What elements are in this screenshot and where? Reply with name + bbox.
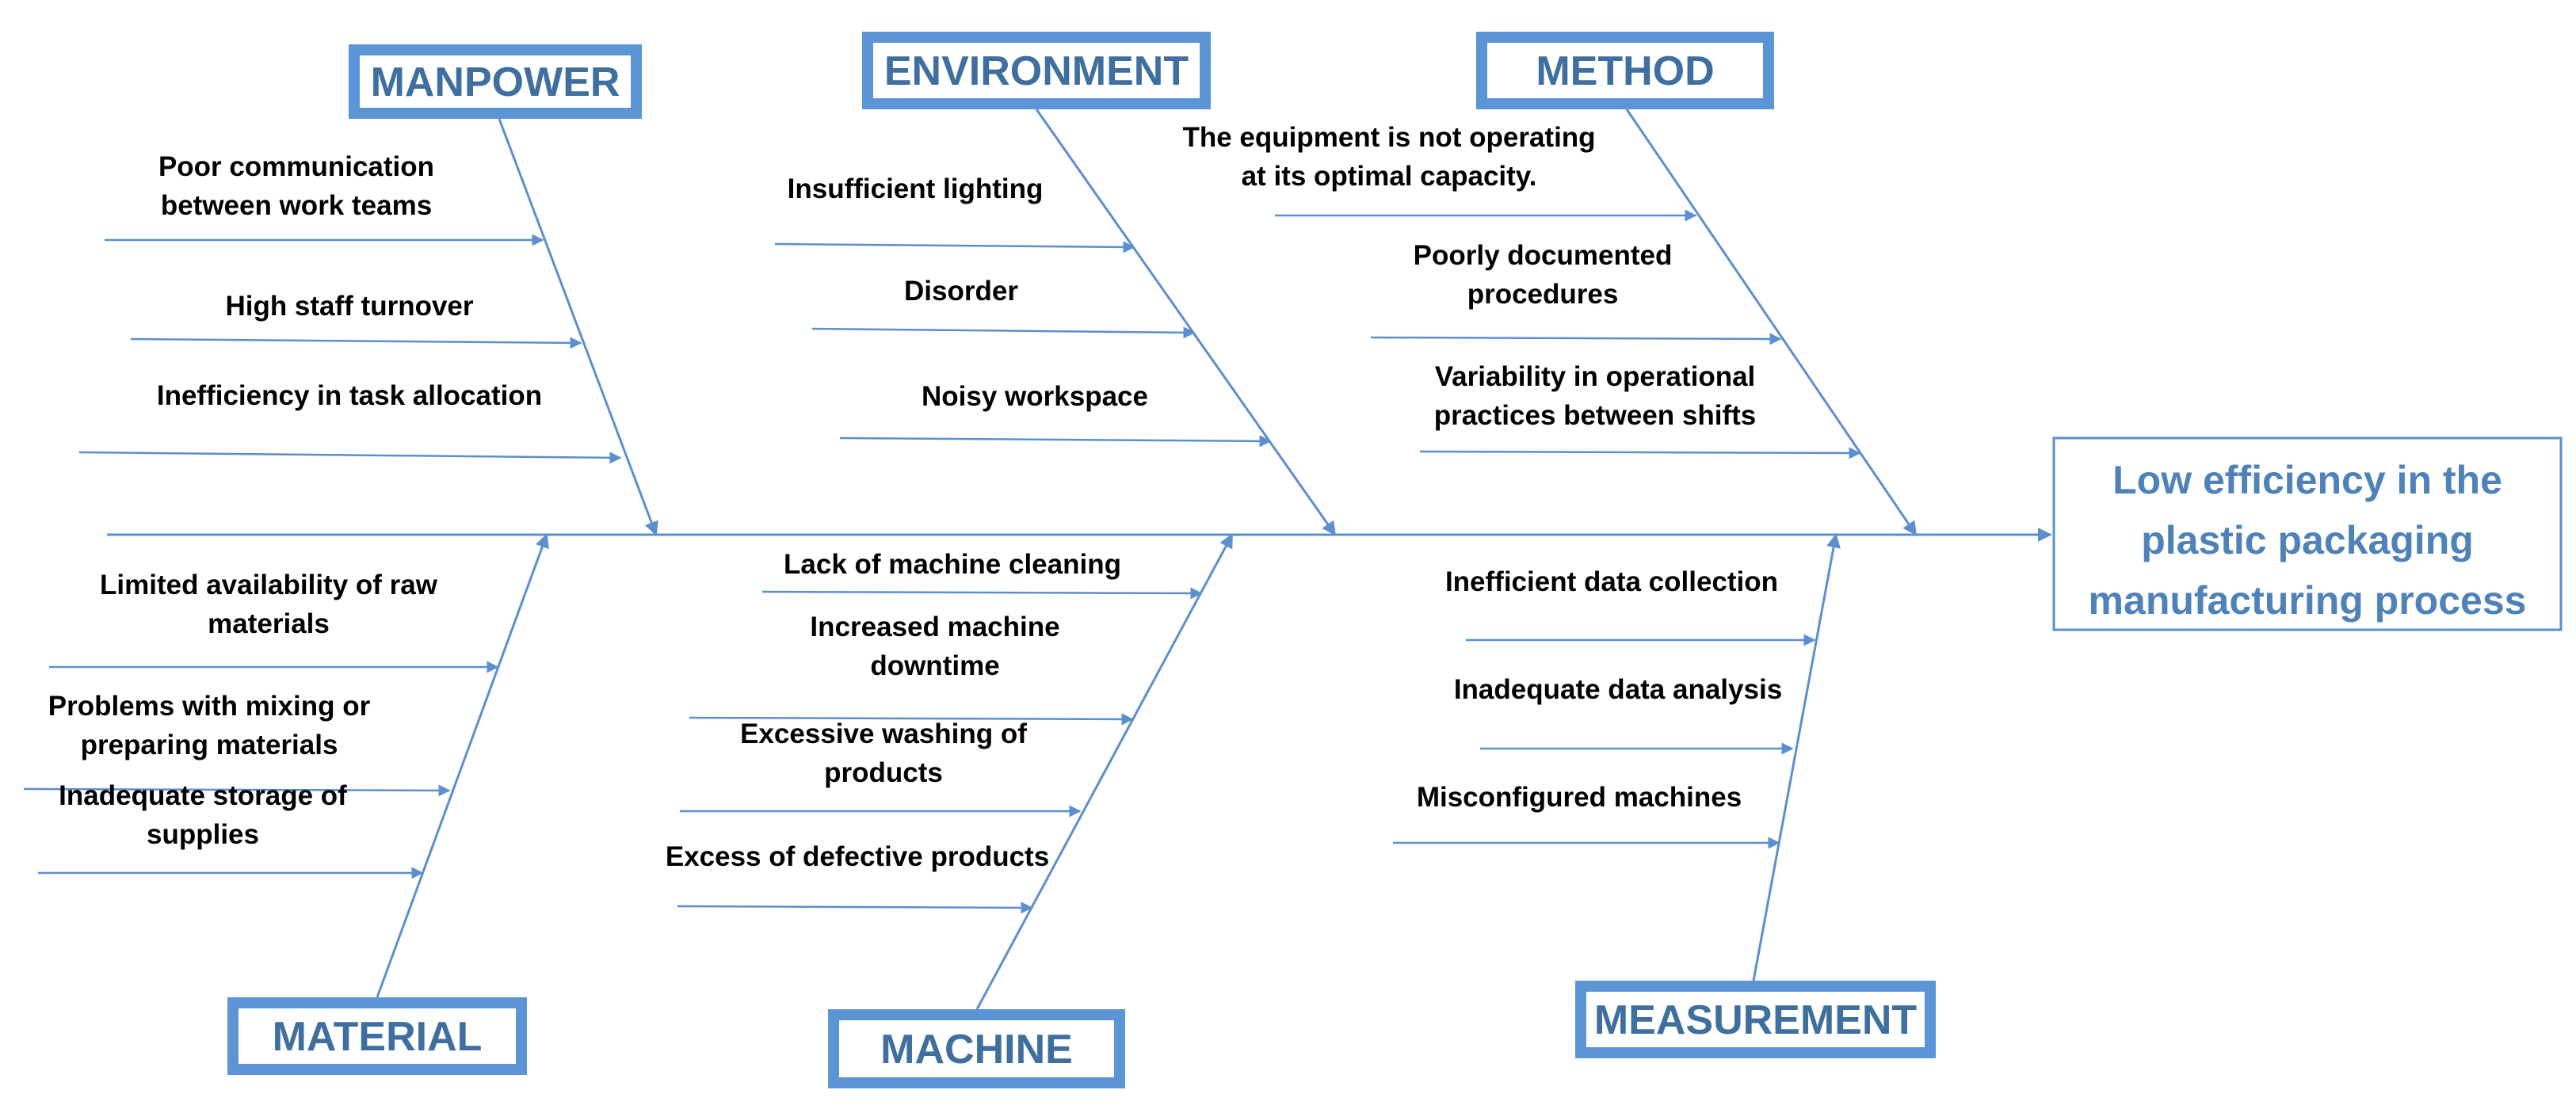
- effect-label-line: manufacturing process: [2089, 578, 2527, 623]
- machine-cause-label: Excessive washing of products: [740, 718, 1027, 788]
- machine-cause-label-line: downtime: [870, 650, 999, 681]
- material-category-label: MATERIAL: [273, 1014, 483, 1060]
- environment-cause-label-line: Noisy workspace: [922, 381, 1148, 412]
- material-cause-label-line: supplies: [147, 819, 259, 850]
- measurement-cause-label-line: Inefficient data collection: [1445, 566, 1778, 597]
- method-cause-label-line: practices between shifts: [1434, 400, 1757, 431]
- manpower-cause-arrow: [78, 451, 622, 464]
- machine-category-box-inner: [839, 1020, 1114, 1077]
- environment-cause-arrow: [839, 435, 1272, 448]
- machine-cause-label: Increased machine downtime: [810, 612, 1059, 681]
- manpower-bone: [498, 118, 658, 536]
- machine-bone: [975, 533, 1234, 1010]
- environment-cause-arrow: [811, 326, 1196, 339]
- environment-category-box-inner: [873, 43, 1200, 98]
- measurement-cause-label: Inefficient data collection: [1445, 566, 1778, 597]
- machine-category-label: MACHINE: [880, 1027, 1073, 1073]
- method-bone: [1625, 109, 1918, 536]
- material-cause-label-line: Inadequate storage of: [59, 780, 347, 811]
- effect-box: [2052, 436, 2563, 631]
- machine-cause-label-line: Increased machine: [810, 612, 1059, 642]
- material-cause-label: Limited availability of raw materials: [100, 570, 438, 639]
- material-cause-label-line: Limited availability of raw: [100, 570, 438, 600]
- manpower-cause-label-line: between work teams: [161, 190, 432, 221]
- manpower-cause-label: High staff turnover: [225, 291, 473, 322]
- environment-cause-label: Insufficient lighting: [788, 173, 1044, 204]
- method-cause-label-line: Variability in operational: [1435, 361, 1756, 392]
- material-cause-label: Inadequate storage of supplies: [59, 780, 347, 850]
- environment-cause-label-line: Insufficient lighting: [788, 173, 1044, 204]
- machine-cause-label-line: Lack of machine cleaning: [784, 549, 1121, 580]
- measurement-cause-label-line: Misconfigured machines: [1417, 782, 1742, 813]
- machine-cause-label-line: Excessive washing of: [740, 718, 1027, 749]
- material-cause-label: Problems with mixing or preparing materia…: [48, 691, 371, 760]
- manpower-cause-label: Poor communication between work teams: [158, 151, 434, 221]
- material-cause-label-line: Problems with mixing or: [48, 691, 371, 722]
- manpower-category-box-inner: [360, 55, 631, 108]
- environment-cause-arrow: [774, 241, 1135, 253]
- machine-cause-label-line: Excess of defective products: [666, 841, 1049, 872]
- machine-cause-arrow: [677, 901, 1033, 914]
- material-cause-label-line: materials: [208, 608, 330, 639]
- manpower-cause-label-line: Inefficiency in task allocation: [157, 380, 542, 411]
- manpower-cause-label-line: Poor communication: [158, 151, 434, 182]
- method-cause-label-line: The equipment is not operating: [1182, 122, 1595, 153]
- environment-cause-label-line: Disorder: [904, 276, 1018, 307]
- material-category-box-inner: [239, 1008, 516, 1064]
- material-cause-label-line: preparing materials: [81, 730, 338, 760]
- measurement-cause-label: Inadequate data analysis: [1454, 674, 1782, 705]
- material-bone: [376, 533, 549, 998]
- effect-label: Low efficiency in the plastic packaging ma…: [2089, 458, 2527, 623]
- measurement-category-label: MEASUREMENT: [1594, 997, 1918, 1043]
- effect-label-line: Low efficiency in the: [2112, 458, 2502, 502]
- manpower-cause-label: Inefficiency in task allocation: [157, 380, 542, 411]
- method-cause-arrow: [1370, 333, 1782, 345]
- machine-cause-label: Lack of machine cleaning: [784, 549, 1121, 580]
- method-cause-label: Variability in operational practices betw…: [1434, 361, 1757, 431]
- machine-cause-label-line: products: [824, 757, 943, 788]
- method-category-label: METHOD: [1536, 48, 1714, 94]
- manpower-cause-arrow: [130, 337, 582, 349]
- material-cause-arrow: [23, 784, 451, 797]
- measurement-category-box-inner: [1586, 992, 1925, 1047]
- machine-cause-arrow: [761, 587, 1203, 600]
- method-cause-arrow: [1419, 447, 1861, 459]
- method-cause-label: Poorly documented procedures: [1414, 240, 1673, 310]
- environment-cause-label: Disorder: [904, 276, 1018, 307]
- method-category-box-inner: [1487, 43, 1763, 98]
- environment-cause-label: Noisy workspace: [922, 381, 1148, 412]
- method-cause-label-line: Poorly documented: [1414, 240, 1673, 271]
- machine-cause-label: Excess of defective products: [666, 841, 1049, 872]
- measurement-cause-label: Misconfigured machines: [1417, 782, 1742, 813]
- method-cause-label-line: procedures: [1467, 279, 1619, 310]
- environment-bone: [1035, 109, 1337, 536]
- measurement-cause-label-line: Inadequate data analysis: [1454, 674, 1782, 705]
- method-cause-label: The equipment is not operating at its opt…: [1182, 122, 1595, 192]
- machine-cause-arrow: [689, 713, 1134, 726]
- manpower-category-label: MANPOWER: [371, 59, 620, 105]
- manpower-cause-label-line: High staff turnover: [225, 291, 473, 322]
- method-cause-label-line: at its optimal capacity.: [1242, 161, 1537, 192]
- effect-label-line: plastic packaging: [2141, 518, 2474, 562]
- environment-category-label: ENVIRONMENT: [884, 48, 1189, 94]
- measurement-bone: [1752, 533, 1841, 981]
